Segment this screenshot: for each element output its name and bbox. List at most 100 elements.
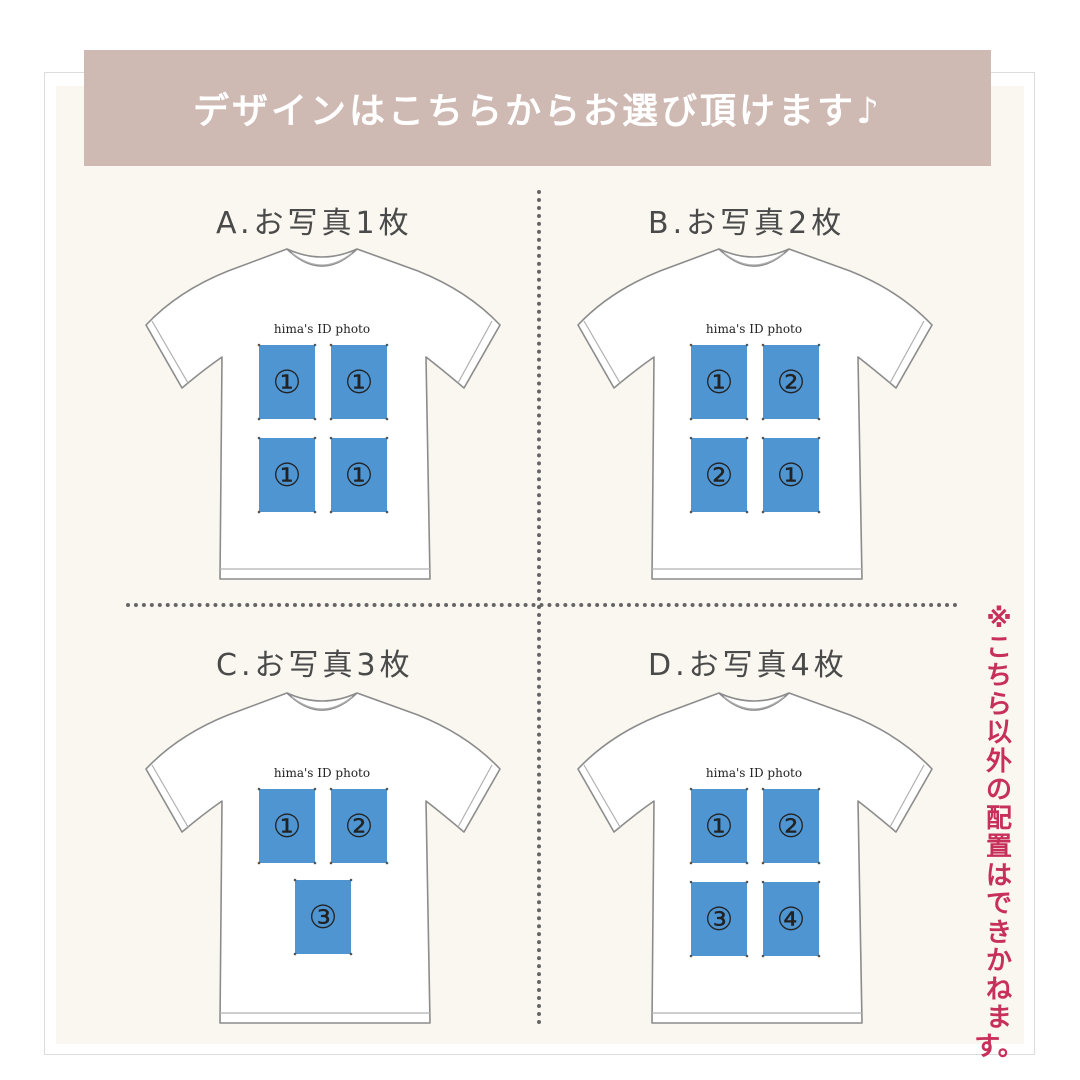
photo-placeholder [331,345,387,419]
photo-number: ① [273,456,302,494]
tshirt-collar-inner [291,696,353,710]
photo-placeholder [763,789,819,863]
left-sleeve-hem [583,320,621,384]
crop-mark [385,787,389,791]
photo-number: ③ [309,898,338,936]
photo-placeholder [763,438,819,512]
tshirt-body [145,248,501,580]
crop-mark [329,417,333,421]
crop-mark [689,343,693,347]
crop-mark [761,510,765,514]
print-title: hima's ID photo [274,322,370,336]
crop-mark [313,417,317,421]
crop-mark [257,510,261,514]
photo-placeholder [691,438,747,512]
left-sleeve-hem [151,320,189,384]
right-sleeve-hem [457,764,493,828]
photo-slot: ① [257,436,317,514]
horizontal-divider [126,603,958,607]
crop-mark [761,954,765,958]
crop-mark [745,510,749,514]
crop-mark [761,880,765,884]
crop-mark [329,436,333,440]
crop-mark [817,510,821,514]
tshirt-collar-inner [291,252,353,266]
crop-mark [761,417,765,421]
crop-mark [329,343,333,347]
crop-mark [257,436,261,440]
photo-number: ① [705,363,734,401]
crop-mark [385,861,389,865]
right-sleeve-hem [457,320,493,384]
photo-placeholder [763,882,819,956]
layout-note: ※こちら以外の配置はできかねます。 [974,604,1024,1062]
crop-mark [689,510,693,514]
left-sleeve-hem [583,764,621,828]
tshirt-collar-inner [723,696,785,710]
photo-slot: ② [329,787,389,865]
crop-mark [689,787,693,791]
crop-mark [745,436,749,440]
photo-slot: ① [257,787,317,865]
crop-mark [817,880,821,884]
crop-mark [745,880,749,884]
right-sleeve-hem [889,764,925,828]
crop-mark [329,787,333,791]
photo-placeholder [259,789,315,863]
photo-placeholder [259,438,315,512]
crop-mark [689,861,693,865]
crop-mark [313,787,317,791]
option-a-label: A.お写真1枚 [216,206,413,241]
print-title: hima's ID photo [706,322,802,336]
crop-mark [385,417,389,421]
crop-mark [257,417,261,421]
crop-mark [313,510,317,514]
crop-mark [817,861,821,865]
crop-mark [257,343,261,347]
crop-mark [385,436,389,440]
photo-slot: ③ [689,880,749,958]
crop-mark [689,880,693,884]
photo-slot: ③ [293,878,353,956]
crop-mark [257,787,261,791]
crop-mark [761,861,765,865]
tshirt-collar-inner [723,252,785,266]
left-sleeve-hem [151,764,189,828]
crop-mark [313,861,317,865]
crop-mark [745,954,749,958]
crop-mark [349,952,353,956]
crop-mark [689,417,693,421]
photo-placeholder [331,438,387,512]
crop-mark [761,436,765,440]
photo-number: ① [273,807,302,845]
crop-mark [761,787,765,791]
crop-mark [817,343,821,347]
crop-mark [257,861,261,865]
tshirt-body [577,692,933,1024]
photo-number: ③ [705,900,734,938]
photo-placeholder [259,345,315,419]
crop-mark [329,861,333,865]
photo-number: ① [777,456,806,494]
print-title: hima's ID photo [274,766,370,780]
crop-mark [313,343,317,347]
photo-number: ④ [777,900,806,938]
crop-mark [293,952,297,956]
photo-slot: ① [689,343,749,421]
crop-mark [349,878,353,882]
crop-mark [329,510,333,514]
crop-mark [745,861,749,865]
crop-mark [293,878,297,882]
crop-mark [817,954,821,958]
photo-slot: ① [761,436,821,514]
title-banner: デザインはこちらからお選び頂けます♪ [84,50,991,166]
photo-number: ② [705,456,734,494]
crop-mark [385,343,389,347]
photo-placeholder [763,345,819,419]
photo-number: ① [345,456,374,494]
crop-mark [689,436,693,440]
